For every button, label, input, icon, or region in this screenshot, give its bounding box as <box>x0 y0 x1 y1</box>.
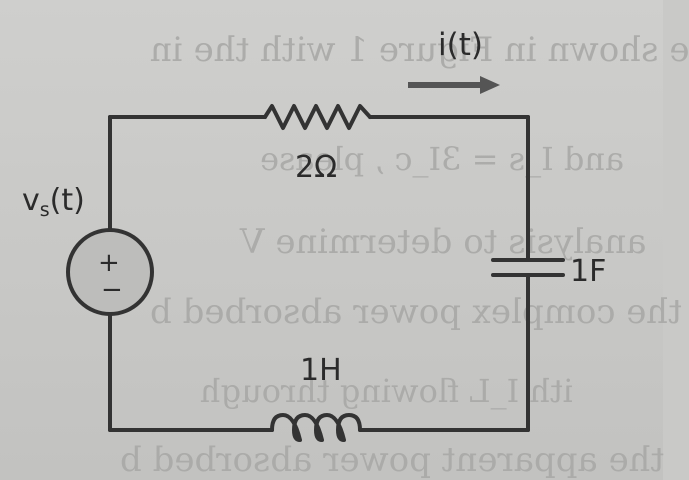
source-plus-sign: + <box>98 248 120 278</box>
inductor-label: 1H <box>300 353 342 388</box>
resistor <box>263 104 372 130</box>
current-arrow-head <box>480 76 500 94</box>
circuit-diagram <box>66 76 565 442</box>
source-minus-sign: − <box>101 275 123 305</box>
current-label: i(t) <box>438 27 483 63</box>
capacitor-label: 1F <box>570 254 607 289</box>
voltage-source-icon <box>66 228 154 316</box>
source-label: vs(t) <box>22 183 85 221</box>
inductor <box>270 413 362 442</box>
resistor-label: 2Ω <box>295 150 338 185</box>
